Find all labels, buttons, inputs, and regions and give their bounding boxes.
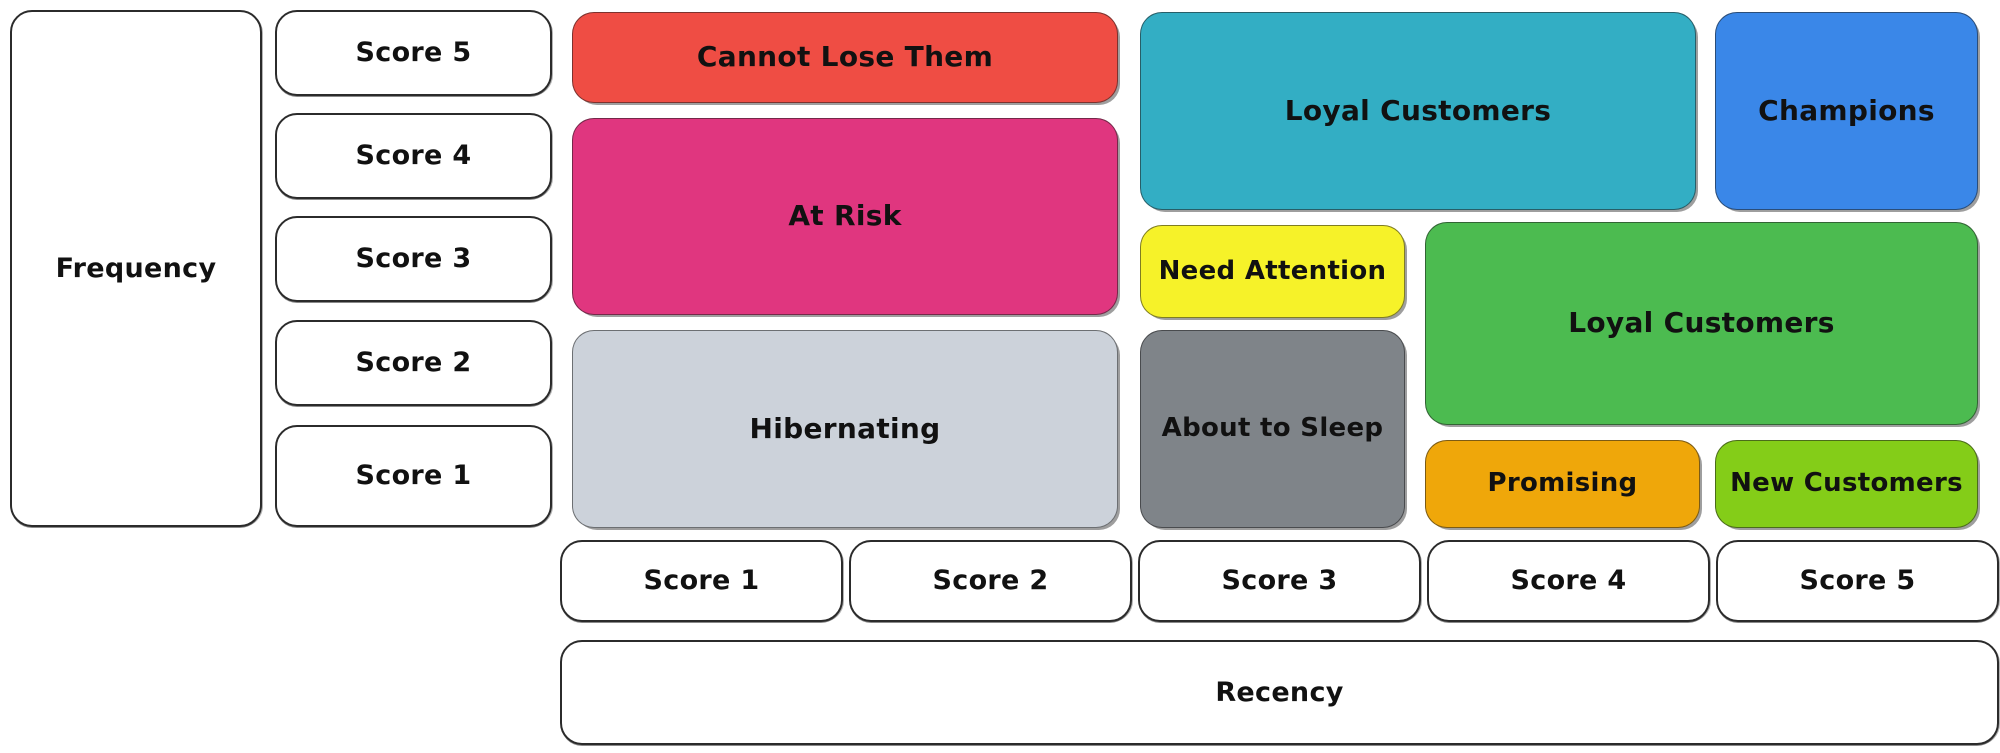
- recency-score-2[interactable]: Score 2: [849, 540, 1132, 622]
- segment-at-risk[interactable]: At Risk: [572, 118, 1118, 315]
- recency-score-5[interactable]: Score 5: [1716, 540, 1999, 622]
- y-axis-label-text: Frequency: [55, 252, 217, 284]
- recency-score-5-label: Score 5: [1799, 565, 1916, 597]
- recency-score-1-label: Score 1: [643, 565, 760, 597]
- segment-hibernating[interactable]: Hibernating: [572, 330, 1118, 528]
- segment-promising-label: Promising: [1487, 468, 1638, 499]
- segment-at-risk-label: At Risk: [788, 199, 902, 233]
- frequency-score-2-label: Score 2: [355, 347, 472, 379]
- segment-cannot-lose-them-label: Cannot Lose Them: [696, 40, 994, 74]
- segment-need-attention[interactable]: Need Attention: [1140, 225, 1405, 318]
- frequency-score-1-label: Score 1: [355, 460, 472, 492]
- segment-cannot-lose-them[interactable]: Cannot Lose Them: [572, 12, 1118, 103]
- frequency-score-5-label: Score 5: [355, 37, 472, 69]
- frequency-score-1[interactable]: Score 1: [275, 425, 552, 527]
- segment-loyal-customers-green-label: Loyal Customers: [1568, 306, 1835, 340]
- segment-champions-label: Champions: [1758, 93, 1935, 127]
- segment-new-customers[interactable]: New Customers: [1715, 440, 1978, 528]
- frequency-score-5[interactable]: Score 5: [275, 10, 552, 96]
- frequency-score-4[interactable]: Score 4: [275, 113, 552, 199]
- y-axis-frequency-label: Frequency: [10, 10, 262, 527]
- segment-promising[interactable]: Promising: [1425, 440, 1700, 528]
- recency-score-3-label: Score 3: [1221, 565, 1338, 597]
- recency-score-1[interactable]: Score 1: [560, 540, 843, 622]
- recency-score-3[interactable]: Score 3: [1138, 540, 1421, 622]
- frequency-score-3-label: Score 3: [355, 243, 472, 275]
- frequency-score-4-label: Score 4: [355, 140, 472, 172]
- recency-score-2-label: Score 2: [932, 565, 1049, 597]
- segment-about-to-sleep-label: About to Sleep: [1161, 413, 1384, 444]
- segment-about-to-sleep[interactable]: About to Sleep: [1140, 330, 1405, 528]
- segment-loyal-customers-green[interactable]: Loyal Customers: [1425, 222, 1978, 425]
- segment-loyal-customers-teal-label: Loyal Customers: [1284, 93, 1552, 127]
- frequency-score-3[interactable]: Score 3: [275, 216, 552, 302]
- x-axis-recency-label: Recency: [560, 640, 1999, 745]
- recency-score-4[interactable]: Score 4: [1427, 540, 1710, 622]
- segment-need-attention-label: Need Attention: [1158, 255, 1387, 286]
- recency-score-4-label: Score 4: [1510, 565, 1627, 597]
- x-axis-label-text: Recency: [1215, 676, 1344, 708]
- segment-new-customers-label: New Customers: [1730, 468, 1963, 499]
- segment-champions[interactable]: Champions: [1715, 12, 1978, 210]
- segment-loyal-customers-teal[interactable]: Loyal Customers: [1140, 12, 1696, 210]
- frequency-score-2[interactable]: Score 2: [275, 320, 552, 406]
- segment-hibernating-label: Hibernating: [749, 411, 941, 445]
